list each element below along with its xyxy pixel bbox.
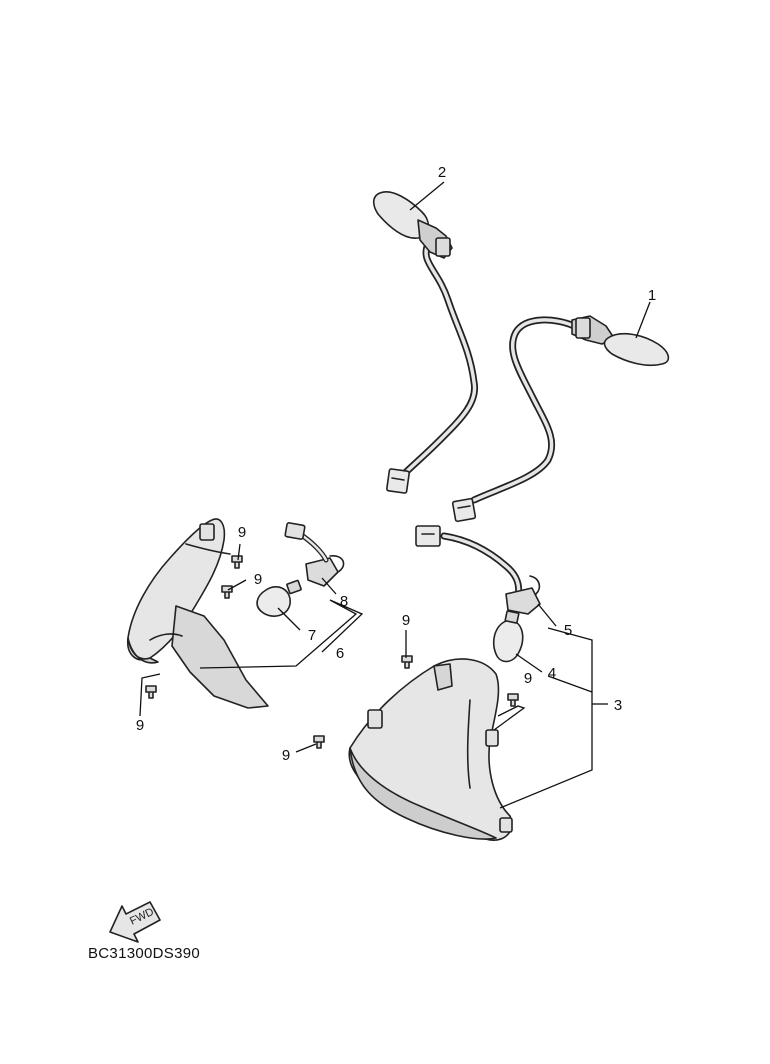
callout-8: 8 [340, 593, 348, 610]
flasher-left-front-part [372, 191, 479, 494]
callout-7: 7 [308, 627, 316, 644]
rear-left-flasher-assembly-part [126, 518, 345, 709]
leader-lines [139, 181, 651, 809]
callout-1: 1 [648, 287, 656, 304]
callout-4: 4 [548, 665, 556, 682]
callout-9-b: 9 [524, 670, 532, 687]
callout-9-e: 9 [254, 571, 262, 588]
callout-2: 2 [438, 164, 446, 181]
callout-labels: 2 1 5 4 3 9 9 9 9 9 9 8 7 6 [136, 164, 656, 764]
callout-9-f: 9 [136, 717, 144, 734]
rear-flasher-assembly-part [313, 525, 541, 841]
callout-3: 3 [614, 697, 622, 714]
callout-6: 6 [336, 645, 344, 662]
callout-9-c: 9 [282, 747, 290, 764]
diagram-code: BC31300DS390 [88, 945, 201, 962]
flasher-right-front-part [451, 315, 670, 523]
callout-5: 5 [564, 622, 572, 639]
fwd-arrow-icon: FWD [109, 901, 161, 943]
callout-9-d: 9 [238, 524, 246, 541]
callout-9-a: 9 [402, 612, 410, 629]
